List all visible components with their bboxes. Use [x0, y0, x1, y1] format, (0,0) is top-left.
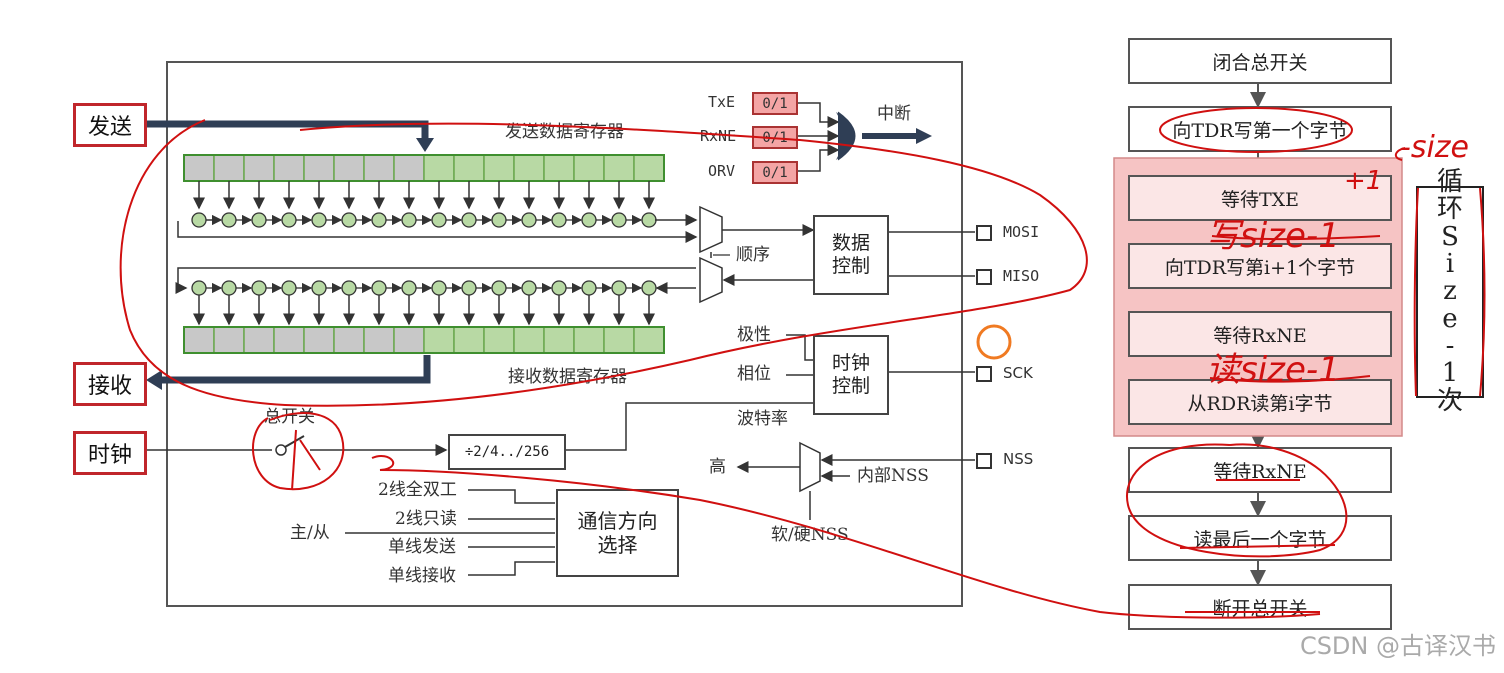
- wait-read-ellipse: [1126, 443, 1348, 558]
- loop-char: i: [1445, 249, 1455, 280]
- flow-loop-wait-txe: 等待TXE: [1128, 175, 1392, 221]
- pin-sck-label: SCK: [1003, 364, 1033, 382]
- comm-direction-line2: 选择: [597, 533, 638, 557]
- data-control-box: 数据 控制: [813, 215, 889, 295]
- register-cell: [393, 326, 425, 354]
- order-mux-bottom: [699, 256, 723, 304]
- comm-direction-box: 通信方向 选择: [556, 489, 679, 577]
- receive-output: 接收: [73, 362, 147, 406]
- data-control-line1: 数据: [831, 232, 870, 255]
- flag-txe-value: 0/1: [752, 92, 798, 115]
- annotation-read: 读size-1: [1206, 350, 1340, 390]
- nss-mux: [799, 441, 821, 493]
- clock-label: 时钟: [87, 443, 132, 468]
- phase-label: 相位: [737, 364, 771, 384]
- pin-nss-label: NSS: [1003, 450, 1034, 468]
- register-cell: [453, 154, 485, 182]
- shift-register: [191, 181, 698, 326]
- internal-nss-label: 内部NSS: [857, 466, 929, 486]
- loop-stroke: [119, 119, 1088, 407]
- switch-circle: [252, 412, 345, 491]
- high-label: 高: [709, 457, 726, 477]
- polarity-label: 极性: [737, 325, 771, 345]
- mode-single-tx: 单线发送: [388, 537, 456, 557]
- loop-char: -: [1445, 330, 1455, 361]
- clock-control-line2: 控制: [831, 375, 870, 397]
- loop-char: e: [1442, 303, 1458, 334]
- annotation-size: -size: [1400, 130, 1469, 165]
- pin-mosi: [976, 225, 992, 241]
- spi-frame: [166, 61, 963, 607]
- loop-char: S: [1441, 221, 1459, 252]
- flag-txe-name: TxE: [708, 93, 736, 111]
- mode-read-only: 2线只读: [395, 509, 457, 529]
- receive-arrow: [160, 355, 431, 384]
- pin-miso: [976, 269, 992, 285]
- master-switch: [275, 444, 287, 456]
- rx-register: [183, 326, 665, 354]
- receive-label: 接收: [87, 374, 132, 399]
- flow-loop-write-next: 向TDR写第i+1个字节: [1128, 243, 1392, 289]
- flow-step-wait-rxne: 等待RxNE: [1128, 447, 1392, 493]
- loop-char: z: [1443, 276, 1457, 307]
- write-first-ellipse: [1159, 107, 1353, 153]
- order-label: 顺序: [736, 245, 770, 265]
- pin-sck: [976, 366, 992, 382]
- flag-orv-name: ORV: [708, 162, 736, 180]
- switch-to-end-stroke: [371, 455, 1321, 619]
- clock-control-box: 时钟 控制: [813, 335, 889, 415]
- loop-char: 1: [1441, 358, 1459, 389]
- sck-highlight-circle: [976, 324, 1012, 360]
- pin-mosi-label: MOSI: [1003, 223, 1040, 241]
- prescaler-box: ÷2/4../256: [448, 434, 566, 470]
- rx-register-label: 接收数据寄存器: [508, 367, 627, 387]
- register-cell: [363, 326, 395, 354]
- flag-orv-value: 0/1: [752, 161, 798, 184]
- flow-step-write-first: 向TDR写第一个字节: [1128, 106, 1392, 152]
- master-slave-label: 主/从: [290, 523, 330, 543]
- comm-direction-line1: 通信方向: [577, 509, 658, 533]
- flow-step-read-last: 读最后一个字节: [1128, 515, 1392, 561]
- register-cell: [513, 326, 545, 354]
- send-label: 发送: [87, 115, 132, 140]
- flow-loop-wait-rxne: 等待RxNE: [1128, 311, 1392, 357]
- annotation-write: 写size-1: [1206, 216, 1340, 256]
- flag-rxne-name: RxNE: [700, 127, 737, 145]
- baud-label: 波特率: [737, 409, 788, 429]
- pin-miso-label: MISO: [1003, 267, 1040, 285]
- mode-full-duplex: 2线全双工: [378, 480, 457, 500]
- interrupt-label: 中断: [877, 104, 911, 124]
- mode-single-rx: 单线接收: [388, 566, 456, 586]
- pin-nss: [976, 453, 992, 469]
- register-cell: [273, 326, 305, 354]
- loop-char: 循: [1436, 167, 1463, 198]
- clock-control-line1: 时钟: [831, 352, 870, 375]
- flow-loop-read-i: 从RDR读第i字节: [1128, 379, 1392, 425]
- clock-input: 时钟: [73, 431, 147, 475]
- loop-char: 环: [1436, 194, 1463, 225]
- flow-step-close-switch: 闭合总开关: [1128, 38, 1392, 84]
- watermark: CSDN @古译汉书: [1299, 632, 1496, 660]
- order-mux-top: [699, 205, 723, 254]
- send-input: 发送: [73, 103, 147, 147]
- loop-count-label: 循 环 S i z e - 1 次: [1416, 168, 1484, 414]
- soft-hard-nss-label: 软/硬NSS: [771, 525, 849, 545]
- flow-step-open-switch: 断开总开关: [1128, 584, 1392, 630]
- loop-char: 次: [1436, 385, 1463, 416]
- data-control-line2: 控制: [831, 255, 870, 277]
- annotation-plus-one: +1: [1344, 166, 1383, 196]
